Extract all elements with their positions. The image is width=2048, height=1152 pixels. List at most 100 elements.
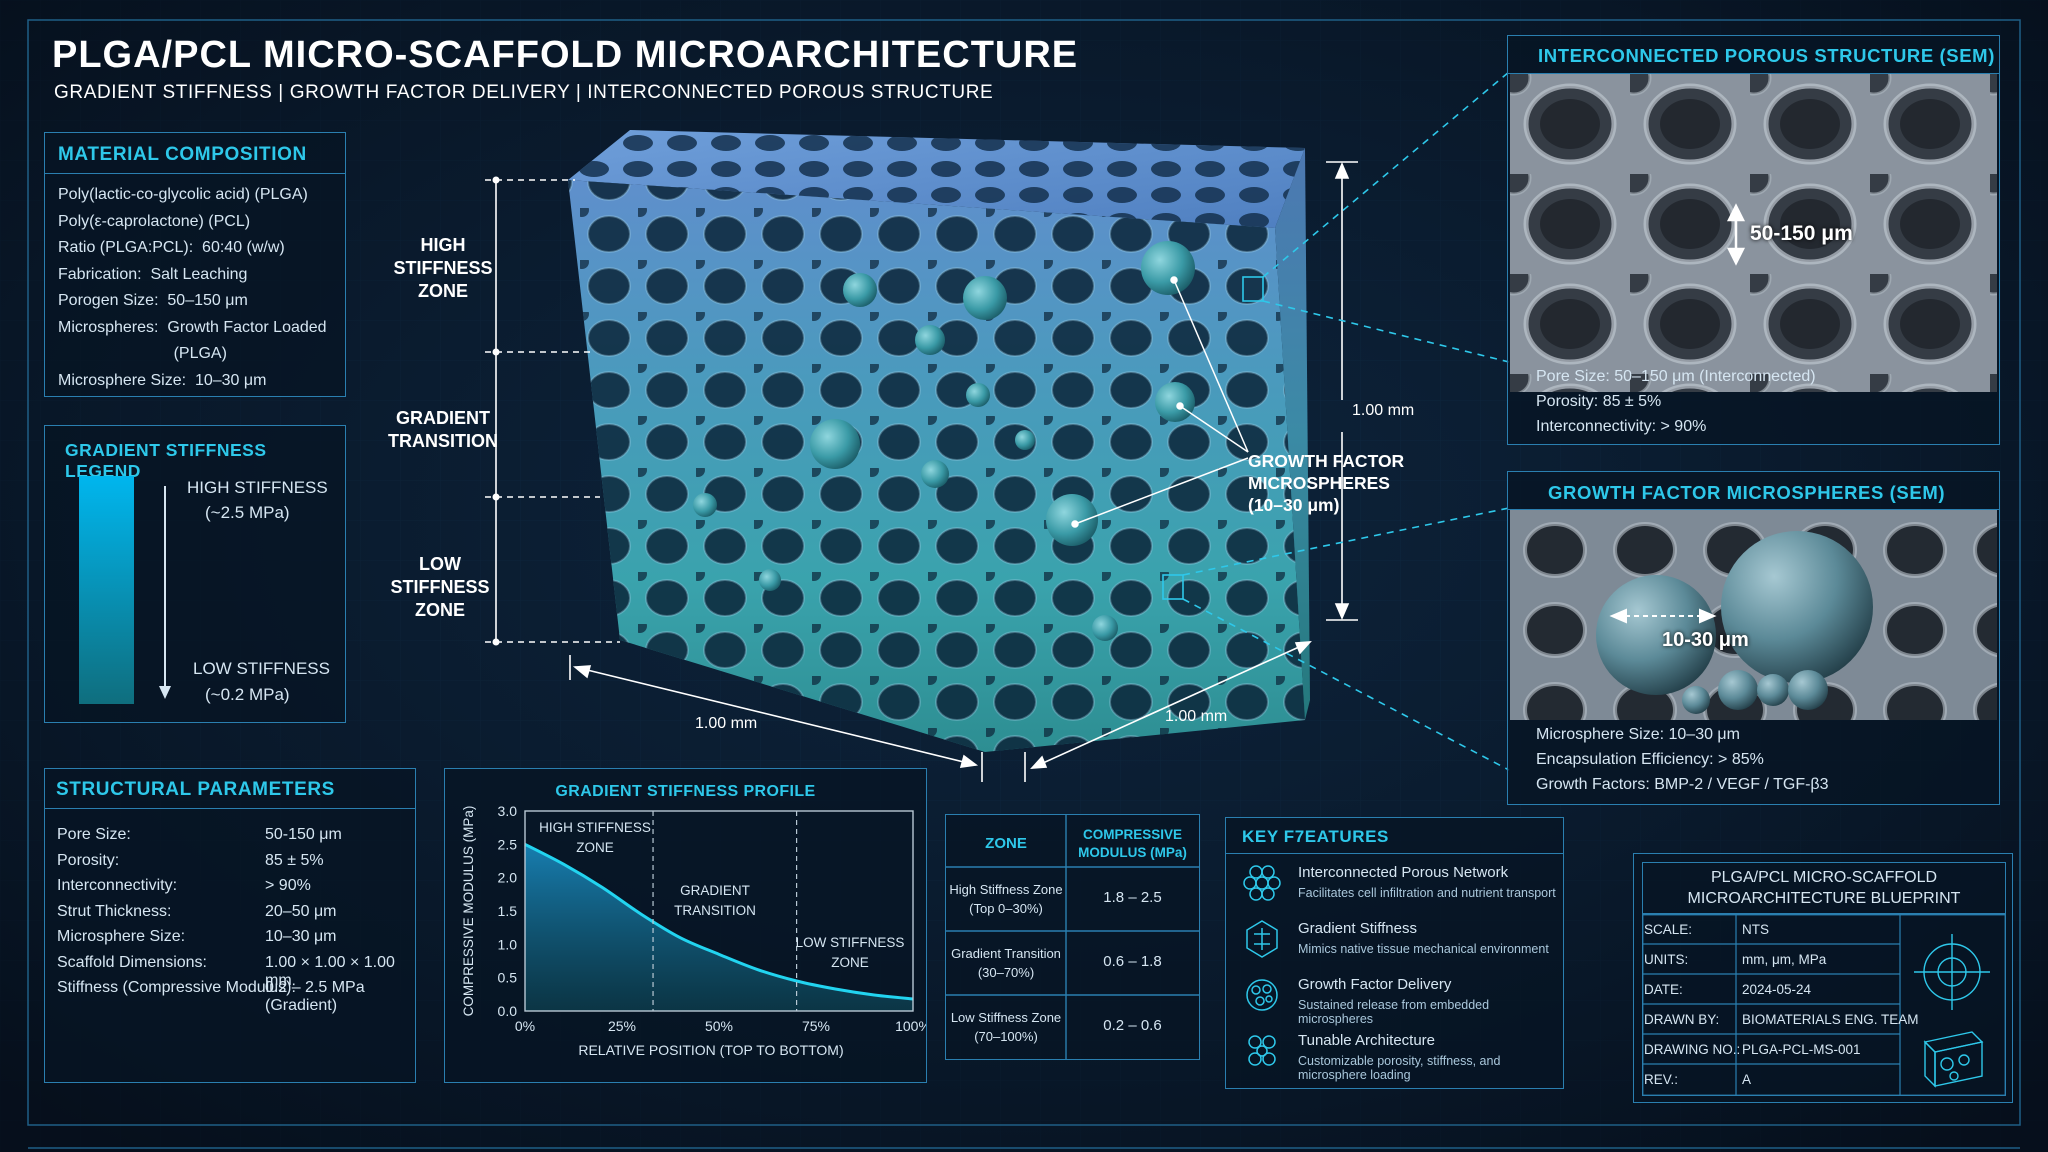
structural-param-label: Porosity: (57, 851, 120, 869)
zone-label-high-line2: STIFFNESS (393, 258, 493, 278)
feature-description: Customizable porosity, stiffness, and mi… (1298, 1054, 1501, 1082)
feature-title: Tunable Architecture (1298, 1032, 1436, 1049)
cube-wireframe-icon (1923, 1031, 1984, 1088)
cube-side-face (1275, 148, 1310, 720)
zone-table-zone-name: Low Stiffness Zone (950, 1010, 1062, 1025)
title-block-key: REV.: (1644, 1072, 1679, 1087)
zone-label-high-line3: ZONE (417, 281, 468, 301)
structural-param-value: 1.00 × 1.00 × 1.00 mm (265, 953, 395, 989)
zone-table-header-modulus-line1: COMPRESSIVE (1082, 827, 1183, 842)
gradient-stiffness-icon (1242, 918, 1282, 960)
microsphere-callout-leaders (1071, 276, 1249, 528)
title-block-value: A (1742, 1072, 1752, 1087)
chart-y-tick-label: 1.5 (498, 903, 518, 919)
porous-network-icon (1242, 862, 1282, 904)
zone-label-low-line3: ZONE (414, 600, 465, 620)
feature-description: Sustained release from embedded microsph… (1298, 998, 1490, 1026)
chart-plot-frame (524, 810, 914, 1012)
chart-annotation: GRADIENT (680, 883, 750, 898)
structural-param-value: 20–50 μm (265, 902, 337, 920)
chart-area-fill (525, 844, 913, 1011)
crosshair-logo-icon (1914, 934, 1990, 1010)
chart-y-tick-label: 1.0 (498, 936, 518, 952)
material-line: Microspheres: Growth Factor Loaded (58, 318, 327, 336)
cube-microspheres (693, 241, 1195, 641)
feature-title: Interconnected Porous Network (1298, 864, 1509, 881)
sem-porous-info-line: Pore Size: 50–150 μm (Interconnected) (1536, 368, 1816, 385)
legend-low-label: LOW STIFFNESS (193, 659, 330, 678)
material-line: Poly(ε-caprolactone) (PCL) (58, 212, 251, 230)
title-block-key: DRAWN BY: (1644, 1012, 1720, 1027)
zone-table-zone-range: (70–100%) (974, 1029, 1038, 1044)
chart-y-tick-label: 0.0 (498, 1003, 518, 1019)
microsphere-callout-line1: GROWTH FACTOR (1248, 451, 1405, 471)
material-composition-panel: MATERIAL COMPOSITION Poly(lactic-co-glyc… (44, 132, 346, 397)
structural-param-label: Stiffness (Compressive Modulus): (57, 979, 296, 996)
dimension-width-label: 1.00 mm (695, 715, 758, 732)
sem-porous-image (1510, 74, 1997, 392)
feature-description: Facilitates cell infiltration and nutrie… (1298, 886, 1556, 900)
structural-param-value: > 90% (265, 877, 311, 894)
zone-table-header-modulus-line2: MODULUS (MPa) (1078, 845, 1187, 860)
material-line: Poly(lactic-co-glycolic acid) (PLGA) (58, 186, 308, 203)
structural-param-label: Interconnectivity: (57, 877, 178, 894)
zone-table-grid (946, 815, 1199, 1059)
zone-table-modulus-value: 1.8 – 2.5 (1103, 889, 1162, 906)
chart-series-line (524, 842, 914, 1001)
structural-param-label: Microsphere Size: (57, 928, 186, 945)
page-subtitle: GRADIENT STIFFNESS | GROWTH FACTOR DELIV… (54, 82, 994, 103)
title-block-value: BIOMATERIALS ENG. TEAM (1742, 1012, 1919, 1027)
zone-label-low-line1: LOW (419, 554, 461, 574)
material-line: Fabrication: Salt Leaching (58, 265, 248, 283)
sem-microspheres-panel: GROWTH FACTOR MICROSPHERES (SEM) 1 (1507, 471, 2000, 805)
zone-table-zone-range: (30–70%) (977, 965, 1035, 980)
material-line: Porogen Size: 50–150 μm (58, 292, 248, 309)
zone-label-transition-line1: GRADIENT (396, 408, 490, 428)
stiffness-gradient-bar (79, 476, 134, 704)
chart-y-tick-label: 2.5 (498, 836, 518, 852)
zone-table-zone-cell: Low Stiffness Zone (70–100%) (946, 1008, 1066, 1046)
width-dimension (569, 655, 983, 782)
chart-x-tick-label: 100% (895, 1018, 926, 1034)
dimension-depth-label: 1.00 mm (1165, 708, 1228, 725)
sem-microspheres-info-line: Growth Factors: BMP-2 / VEGF / TGF-β3 (1536, 776, 1829, 793)
zone-table-zone-name: High Stiffness Zone (949, 882, 1063, 897)
microsphere-callout-label: GROWTH FACTOR MICROSPHERES (10–30 μm) (1248, 450, 1404, 516)
sem-zoom-indicators (1162, 71, 1510, 771)
feature-description: Mimics native tissue mechanical environm… (1298, 942, 1549, 956)
title-block-value: NTS (1742, 922, 1769, 937)
sem-porous-title: INTERCONNECTED POROUS STRUCTURE (SEM) (1508, 36, 1999, 74)
title-block-heading-line1: PLGA/PCL MICRO-SCAFFOLD (1710, 869, 1938, 886)
growth-factor-icon (1242, 974, 1282, 1016)
legend-high-value: (~2.5 MPa) (205, 503, 290, 522)
material-composition-list: Poly(lactic-co-glycolic acid) (PLGA) Poly… (45, 174, 345, 394)
chart-x-tick-label: 0% (515, 1018, 535, 1034)
title-block-grid (1642, 914, 2006, 1096)
sem-microspheres-info-line: Encapsulation Efficiency: > 85% (1536, 751, 1764, 768)
material-line: (PLGA) (58, 345, 227, 362)
stiffness-direction-arrow (159, 486, 171, 699)
key-features-panel: KEY F7EATURES Interconnected Porous Netw… (1225, 817, 1564, 1089)
height-dimension (1326, 161, 1358, 621)
material-line: Ratio (PLGA:PCL): 60:40 (w/w) (58, 239, 285, 256)
title-block-key: SCALE: (1644, 922, 1693, 937)
title-block-value: 2024-05-24 (1742, 982, 1812, 997)
structural-param-label: Pore Size: (57, 826, 131, 843)
material-composition-title: MATERIAL COMPOSITION (45, 133, 345, 174)
zone-label-high-line1: HIGH (420, 235, 466, 255)
title-block-heading: PLGA/PCL MICRO-SCAFFOLD MICROARCHITECTUR… (1642, 862, 2006, 914)
tunable-architecture-icon (1242, 1030, 1282, 1072)
chart-x-tick-label: 75% (802, 1018, 830, 1034)
zone-dimension-dots (492, 176, 500, 646)
title-block-heading-line2: MICROARCHITECTURE BLUEPRINT (1687, 890, 1961, 907)
feature-title: Growth Factor Delivery (1298, 976, 1452, 993)
stiffness-legend-panel: GRADIENT STIFFNESS LEGEND HIGH STIFFNESS… (44, 425, 346, 723)
zone-table-header-modulus: COMPRESSIVE MODULUS (MPa) (1066, 826, 1199, 862)
title-block: PLGA/PCL MICRO-SCAFFOLD MICROARCHITECTUR… (1633, 853, 2013, 1103)
chart-annotation: ZONE (831, 955, 869, 970)
chart-title: GRADIENT STIFFNESS PROFILE (555, 783, 816, 800)
structural-param-value: 85 ± 5% (265, 851, 324, 869)
legend-high-label: HIGH STIFFNESS (187, 478, 328, 497)
